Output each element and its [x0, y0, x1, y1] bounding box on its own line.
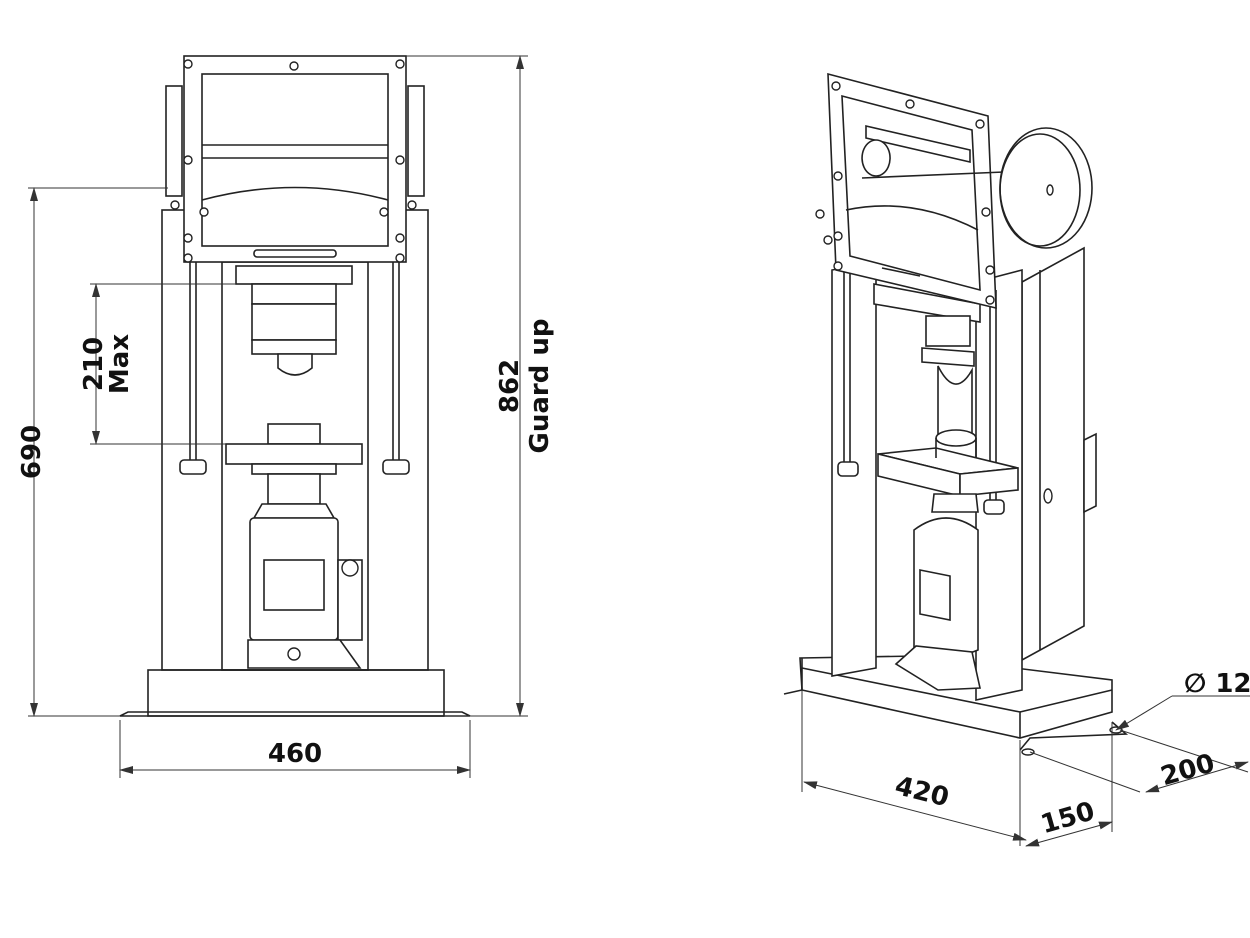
bolt-icon — [831, 81, 841, 91]
bolt-icon — [833, 171, 843, 181]
bolt-icon — [823, 235, 833, 245]
bolt-icon — [183, 253, 193, 263]
bolt-icon — [183, 59, 193, 69]
iso-bottle-jack — [894, 493, 981, 691]
iso-view — [783, 72, 1129, 756]
dim-iso-hole-diameter: ∅ 12 — [1184, 669, 1250, 699]
bolt-icon — [183, 155, 193, 165]
iso-crossbeam — [877, 429, 1019, 498]
dim-total-word: Guard up — [525, 318, 555, 453]
dim-front-width: 460 — [268, 739, 322, 769]
bolt-icon — [905, 99, 915, 109]
bolt-icon — [379, 207, 389, 217]
bolt-icon — [815, 209, 825, 219]
iso-guard — [815, 72, 1005, 310]
bolt-icon — [395, 59, 405, 69]
bolt-icon — [985, 295, 995, 305]
iso-guide-rods — [837, 252, 1005, 515]
bolt-icon — [395, 233, 405, 243]
front-guide-rods — [179, 262, 410, 475]
front-crossbeam — [225, 423, 363, 475]
bolt-icon — [975, 119, 985, 129]
bolt-icon — [170, 200, 180, 210]
bolt-icon — [289, 61, 299, 71]
bolt-icon — [199, 207, 209, 217]
dim-total-value: 862 — [495, 359, 525, 413]
bolt-icon — [833, 231, 843, 241]
bolt-icon — [981, 207, 991, 217]
front-base-plate — [119, 669, 471, 717]
bolt-icon — [395, 253, 405, 263]
bolt-icon — [833, 261, 843, 271]
iso-side-column — [1021, 246, 1097, 662]
dim-front-height: 690 — [17, 425, 47, 479]
front-dimensions: 460 690 210 Max 862 Guard up — [17, 55, 555, 778]
bolt-icon — [183, 233, 193, 243]
iso-handwheel — [999, 127, 1093, 249]
dim-max-value: 210 — [79, 337, 109, 391]
iso-ram — [873, 283, 981, 441]
bolt-icon — [407, 200, 417, 210]
front-bottle-jack — [247, 473, 363, 669]
front-guard — [165, 55, 425, 263]
bolt-icon — [985, 265, 995, 275]
dim-iso-depth: 150 — [1038, 796, 1098, 840]
bolt-icon — [395, 155, 405, 165]
dim-iso-hole-spacing: 200 — [1158, 748, 1218, 792]
front-view — [119, 55, 471, 717]
dim-max-word: Max — [105, 334, 135, 394]
front-ram — [235, 265, 353, 376]
